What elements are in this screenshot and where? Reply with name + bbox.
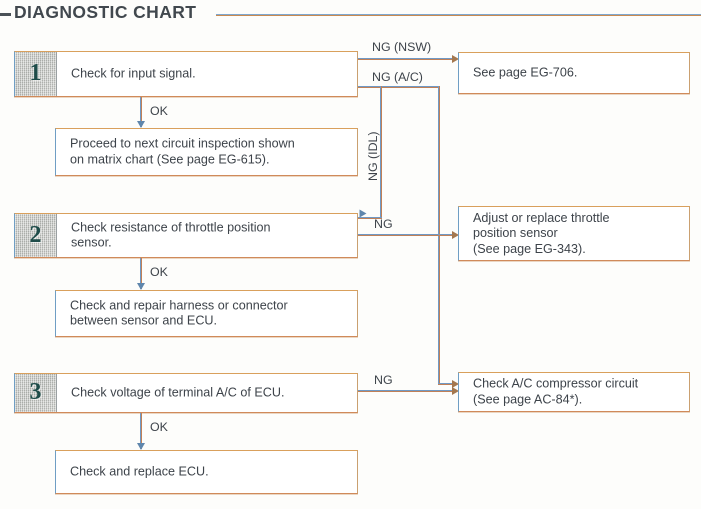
step-1-ok-arrow	[137, 121, 145, 128]
step-3-number-cell: 3	[15, 374, 57, 412]
step-1-ng-nsw-arrow	[452, 55, 459, 63]
step-3-box: 3 Check voltage of terminal A/C of ECU.	[14, 373, 358, 413]
step-1-ng-idl-arrow	[359, 209, 367, 218]
step-2-number: 2	[29, 221, 42, 248]
step-2-ng-result-box: Adjust or replace throttle position sens…	[458, 206, 690, 261]
step-1-ok-label: OK	[150, 104, 168, 118]
step-1-number-cell: 1	[15, 52, 57, 96]
step-1-ng-ac-into-step3-line	[438, 383, 456, 385]
step-1-ng-nsw-line	[358, 58, 456, 60]
title-horizontal-rule	[216, 14, 701, 16]
step-3-prompt: Check voltage of terminal A/C of ECU.	[71, 385, 285, 400]
step-1-ok-result-box: Proceed to next circuit inspection shown…	[55, 128, 358, 176]
step-2-ok-result-box: Check and repair harness or connector be…	[55, 290, 358, 337]
step-1-ng-ac-line	[358, 86, 440, 88]
step-2-ng-line	[358, 234, 456, 236]
step-1-number: 1	[29, 59, 42, 86]
step-1-ng-result-box: See page EG-706.	[458, 52, 690, 94]
step-1-ng-idl-turn-line	[358, 217, 382, 219]
step-1-ng-idl-line	[380, 86, 382, 219]
step-1-box: 1 Check for input signal.	[14, 51, 358, 97]
step-2-ok-line	[140, 258, 142, 289]
step-3-ok-line	[140, 413, 142, 449]
step-1-prompt: Check for input signal.	[71, 66, 196, 81]
step-3-ng-line	[358, 390, 456, 392]
step-2-ok-label: OK	[150, 265, 168, 279]
step-3-ok-label: OK	[150, 420, 168, 434]
step-1-ng-result-text: See page EG-706.	[473, 65, 578, 80]
step-2-ng-result-text: Adjust or replace throttle position sens…	[473, 210, 610, 256]
title-leading-dash	[0, 13, 11, 16]
step-1-ok-result-text: Proceed to next circuit inspection shown…	[70, 136, 295, 167]
step-3-ng-arrow	[452, 387, 459, 395]
step-3-ng-result-text: Check A/C compressor circuit (See page A…	[473, 376, 639, 407]
step-1-ng-idl-label: NG (IDL)	[366, 131, 380, 181]
step-1-ng-nsw-label: NG (NSW)	[372, 40, 432, 54]
step-2-prompt: Check resistance of throttle position se…	[71, 220, 271, 250]
step-2-ok-arrow	[137, 283, 145, 290]
step-2-ng-arrow	[452, 231, 459, 239]
step-3-ok-result-text: Check and replace ECU.	[70, 464, 209, 479]
step-2-ok-result-text: Check and repair harness or connector be…	[70, 298, 288, 328]
step-1-ng-ac-arrow	[452, 380, 459, 388]
step-3-ng-result-box: Check A/C compressor circuit (See page A…	[458, 372, 690, 412]
step-2-number-cell: 2	[15, 214, 57, 257]
step-1-ng-ac-label: NG (A/C)	[372, 70, 423, 84]
step-2-ng-label: NG	[374, 217, 393, 231]
step-3-number: 3	[29, 378, 42, 405]
step-3-ng-label: NG	[374, 373, 393, 387]
step-3-ok-arrow	[137, 443, 145, 450]
step-1-ok-line	[140, 97, 142, 127]
step-2-box: 2 Check resistance of throttle position …	[14, 213, 358, 258]
page-title: DIAGNOSTIC CHART	[14, 2, 197, 22]
step-3-ok-result-box: Check and replace ECU.	[55, 450, 358, 494]
